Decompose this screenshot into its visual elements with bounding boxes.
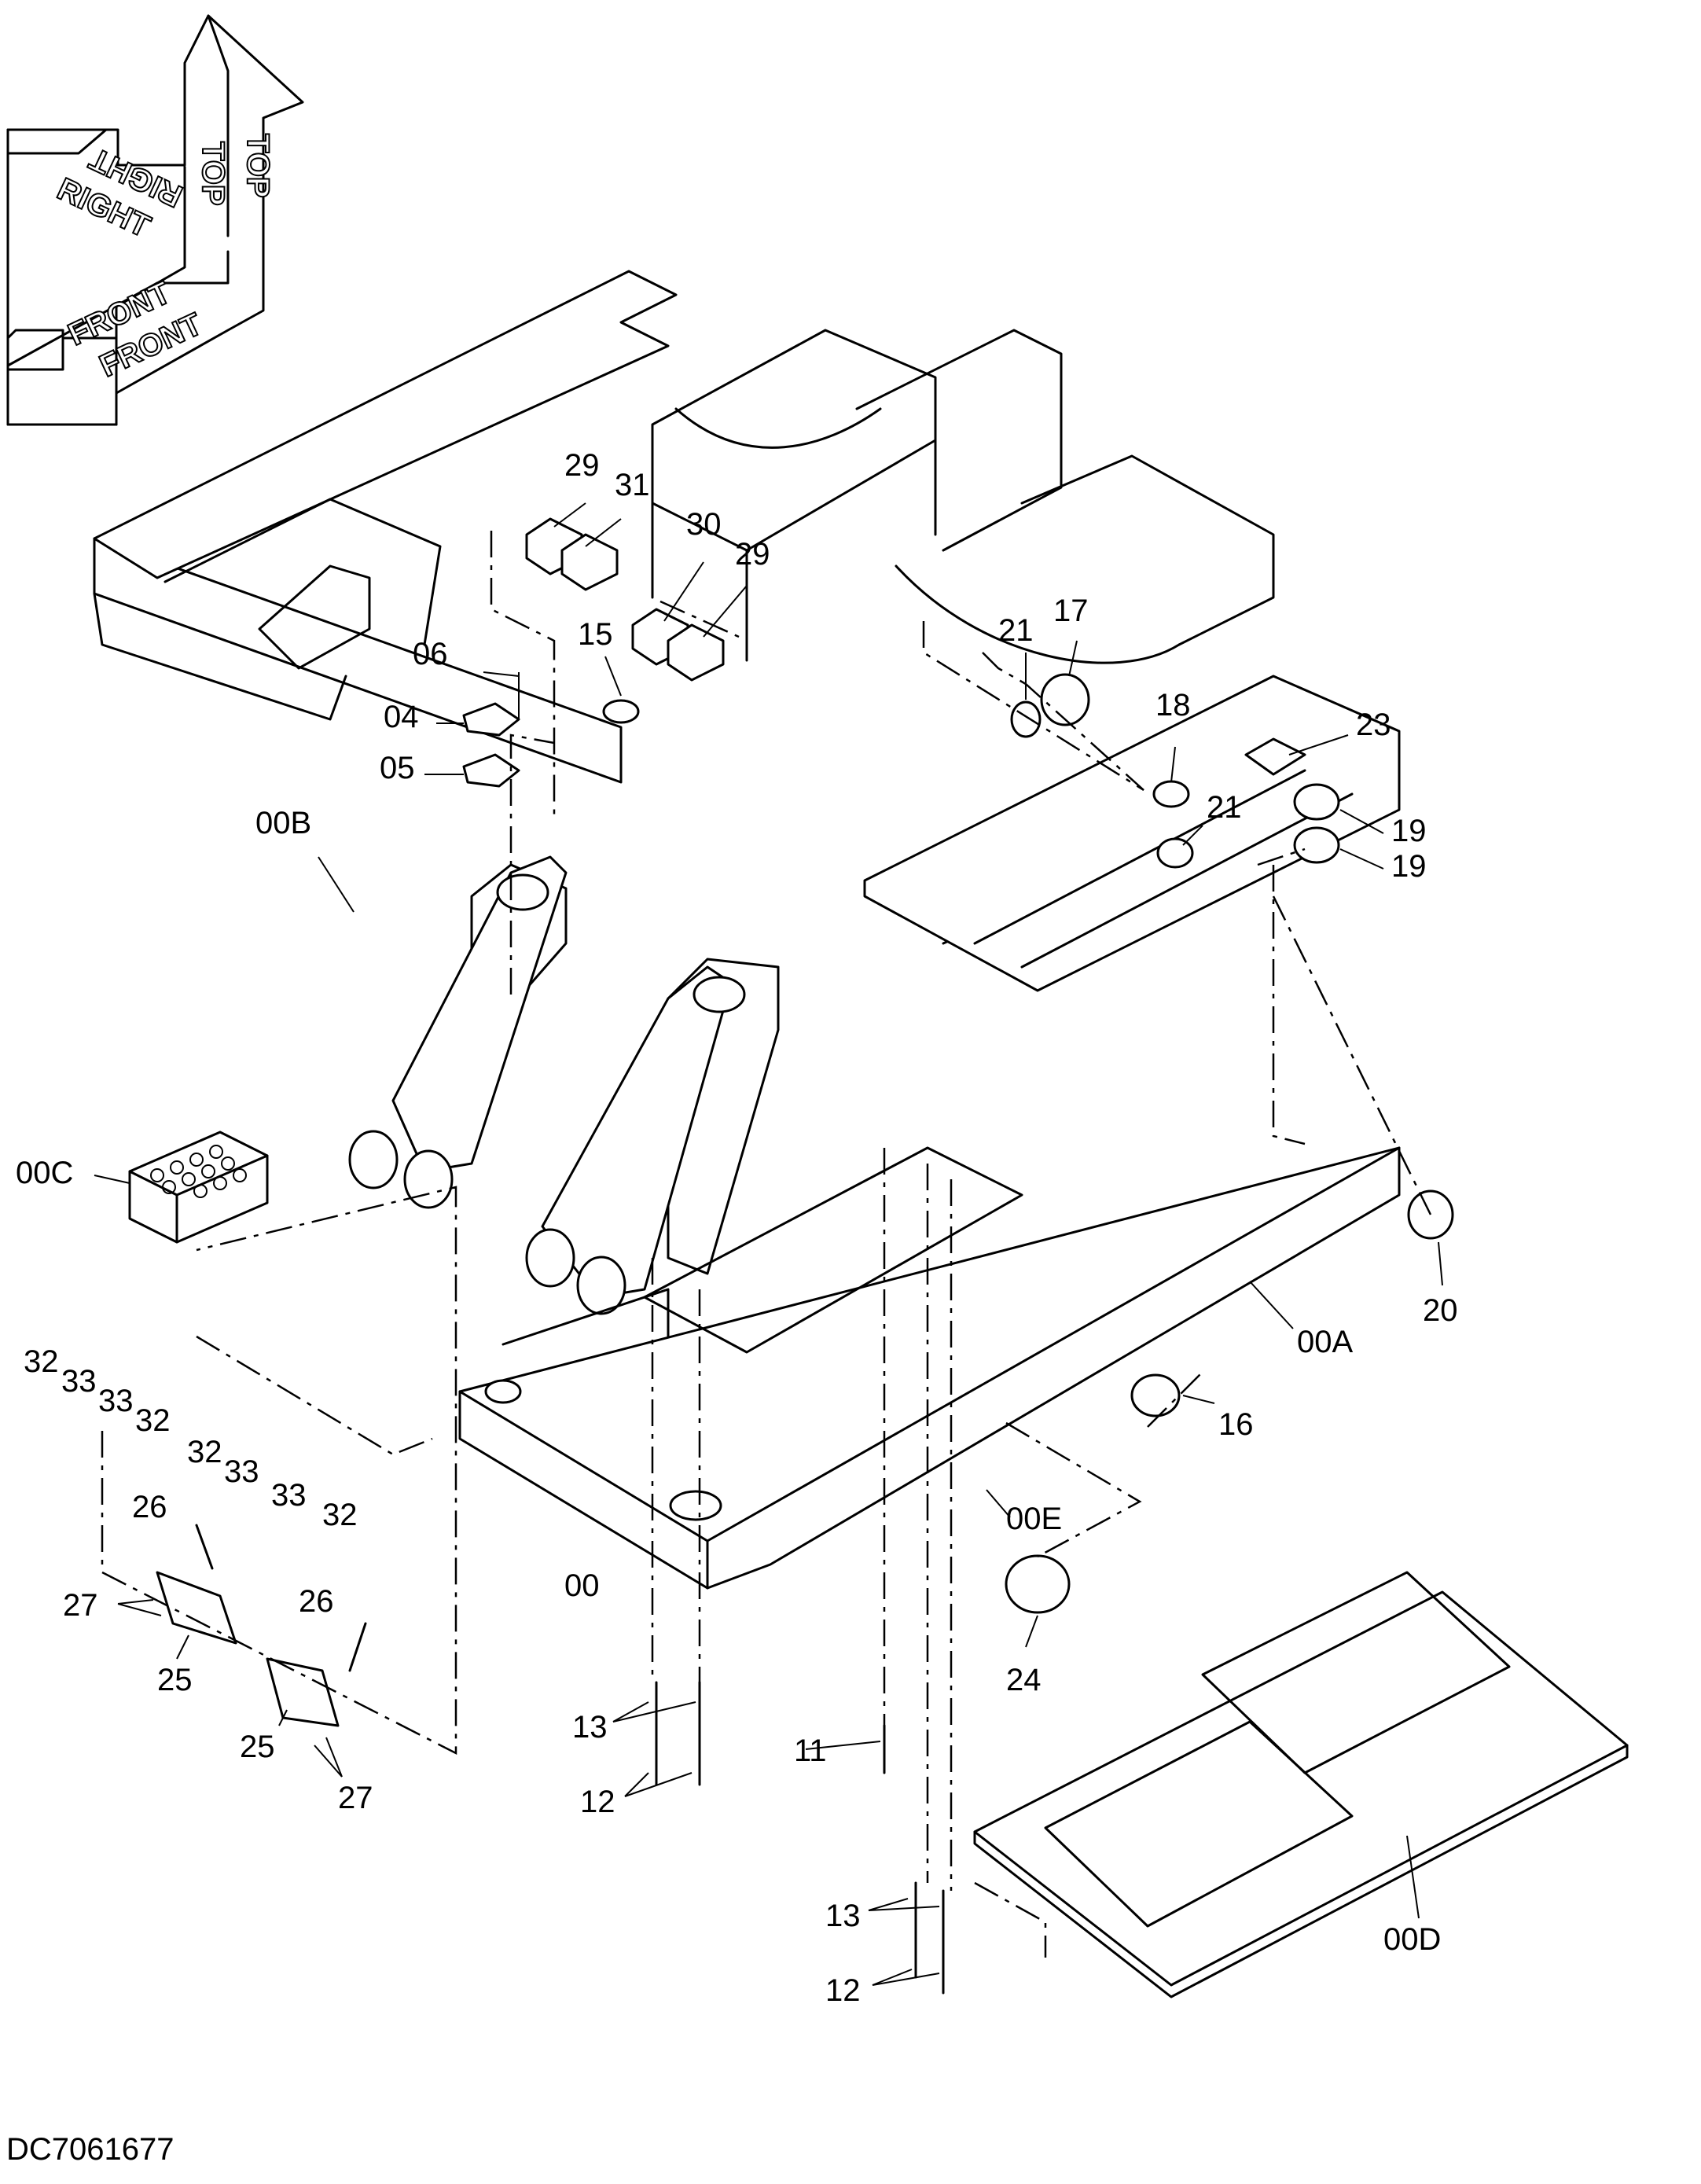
parts <box>156 517 1454 1995</box>
callout-13: 13 <box>572 1710 608 1745</box>
main-frame <box>93 270 1629 1998</box>
orientation-label-top-1: TOP <box>196 142 230 206</box>
callout-26-b: 26 <box>299 1584 334 1619</box>
callout-29-b: 29 <box>735 537 770 572</box>
callout-00B: 00B <box>255 806 311 840</box>
callout-labels: 29 31 30 29 06 15 21 17 04 05 18 23 00B … <box>16 448 1458 2008</box>
assembly-chain-lines <box>101 531 1432 1958</box>
callout-33-d: 33 <box>271 1478 307 1513</box>
callout-04: 04 <box>384 700 419 734</box>
drawing-number: DC7061677 <box>6 2132 175 2167</box>
callout-19: 19 <box>1391 814 1427 848</box>
callout-23: 23 <box>1356 708 1391 742</box>
callout-32-c: 32 <box>187 1435 222 1469</box>
callout-00A: 00A <box>1297 1325 1353 1359</box>
callout-27: 27 <box>63 1588 98 1623</box>
callout-25-b: 25 <box>240 1730 275 1764</box>
callout-06: 06 <box>413 637 448 671</box>
orientation-indicator: TOP TOP RIGHT RIGHT FRONT FRONT <box>6 14 304 426</box>
callout-00C: 00C <box>16 1156 73 1190</box>
callout-32-a: 32 <box>24 1344 59 1379</box>
callout-24: 24 <box>1006 1663 1042 1697</box>
callout-33-c: 33 <box>224 1454 259 1489</box>
callout-26: 26 <box>132 1490 167 1524</box>
callout-31: 31 <box>615 468 650 502</box>
callout-13-b: 13 <box>825 1899 861 1933</box>
callout-33-a: 33 <box>61 1364 97 1399</box>
callout-00D: 00D <box>1383 1922 1441 1957</box>
callout-18: 18 <box>1155 688 1191 722</box>
callout-16: 16 <box>1218 1407 1254 1442</box>
callout-00E: 00E <box>1006 1502 1062 1536</box>
callout-17: 17 <box>1053 594 1089 628</box>
callout-30: 30 <box>686 507 722 542</box>
callout-21: 21 <box>998 613 1034 648</box>
callout-27-b: 27 <box>338 1781 373 1815</box>
callout-00: 00 <box>564 1568 600 1603</box>
callout-11: 11 <box>794 1734 827 1768</box>
callout-05: 05 <box>380 751 415 785</box>
callout-25: 25 <box>157 1663 193 1697</box>
callout-12-b: 12 <box>825 1973 861 2008</box>
callout-29: 29 <box>564 448 600 483</box>
callout-15: 15 <box>578 617 613 652</box>
leader-lines <box>94 502 1443 1986</box>
callout-19-b: 19 <box>1391 849 1427 884</box>
callout-12: 12 <box>580 1785 615 1819</box>
callout-21-b: 21 <box>1207 790 1242 825</box>
callout-20: 20 <box>1423 1293 1458 1328</box>
callout-32-d: 32 <box>322 1498 358 1532</box>
orientation-label-top-2: TOP <box>241 134 275 198</box>
callout-32-b: 32 <box>135 1403 171 1438</box>
callout-33-b: 33 <box>98 1384 134 1418</box>
